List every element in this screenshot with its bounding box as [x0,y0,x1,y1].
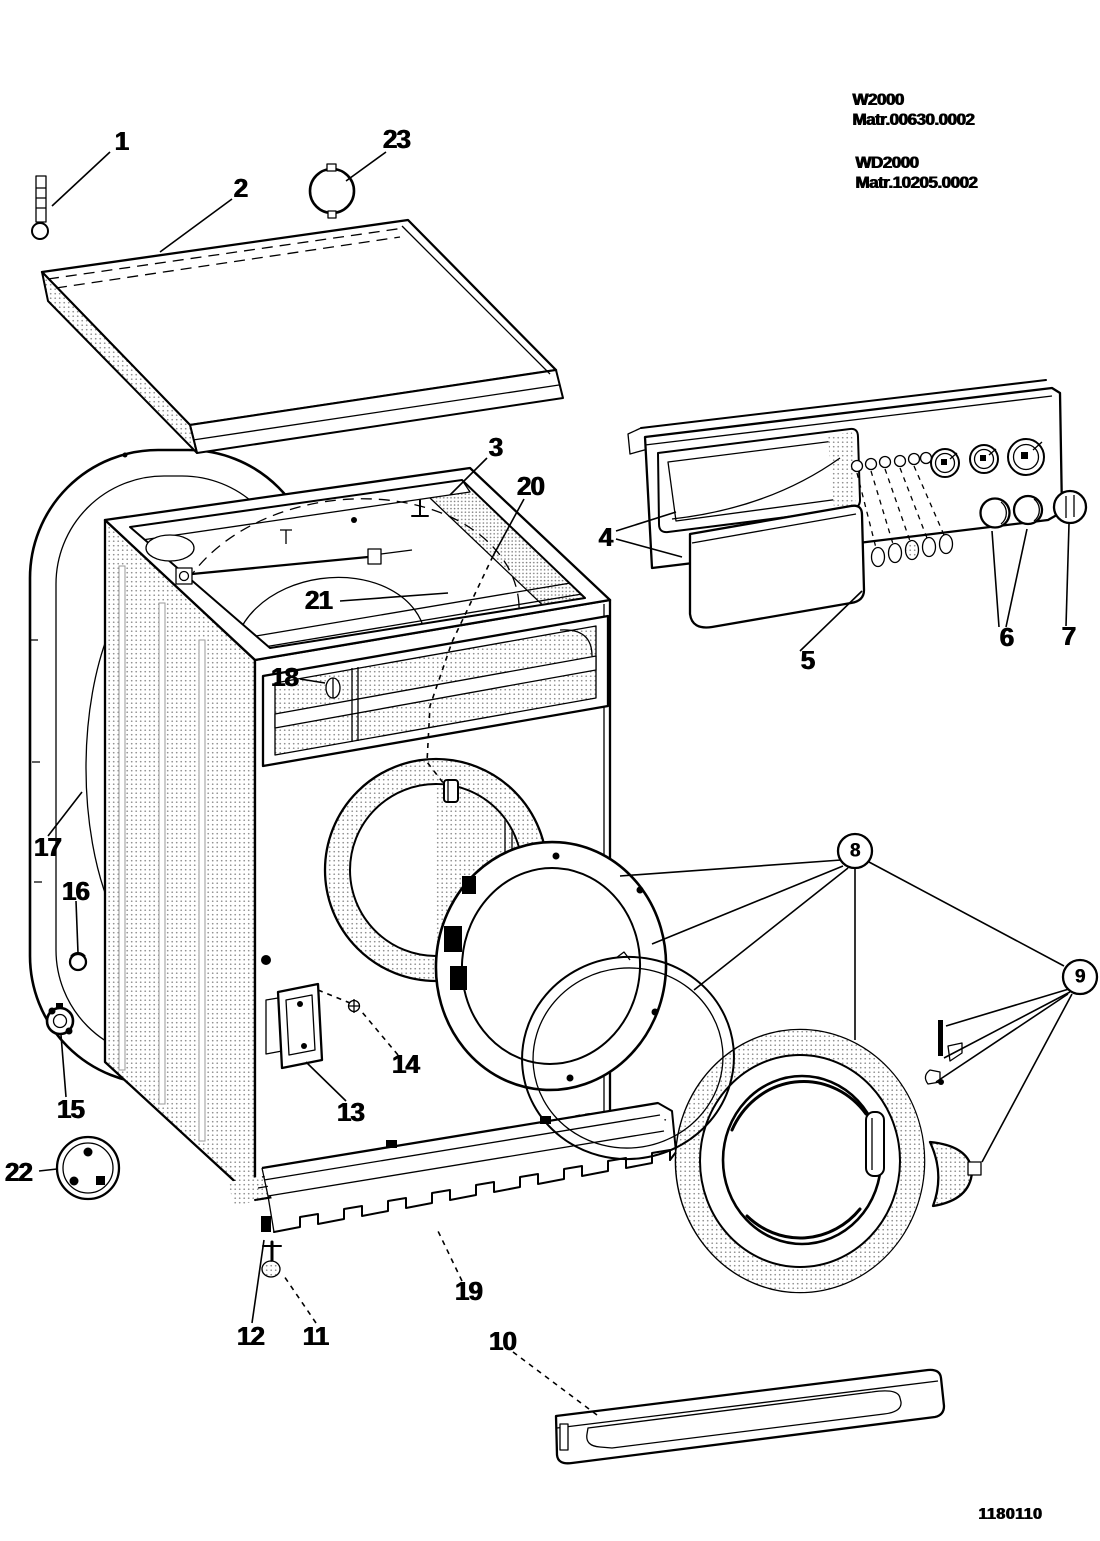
foot-pad [55,1135,121,1201]
callout-1: 1 [114,126,129,156]
control-panel [627,379,1088,629]
panel-recess [261,614,610,768]
door-lock [265,982,324,1070]
drawing-number: 1180110 [978,1506,1043,1523]
callout-6: 6 [999,622,1014,652]
callout-19: 19 [454,1276,483,1306]
callout-13: 13 [336,1097,365,1127]
callout-8: 8 [849,840,861,862]
model-name: WD2000 [855,153,919,172]
cross-rod [175,548,413,585]
callout-bubble-9 [1061,958,1099,996]
cabinet [103,466,667,1206]
model-code: Matr.10205.0002 [855,173,978,192]
grommet [68,952,88,972]
callout-4: 4 [598,522,613,552]
hinge-pins [924,1020,963,1085]
callout-20: 20 [516,471,545,501]
mounting-peg [261,1216,271,1232]
callout-2: 2 [233,173,248,203]
callout-18: 18 [270,662,299,692]
callout-14: 14 [391,1049,420,1079]
lid-plug [308,163,356,219]
leader-lines [38,151,1073,1416]
ring-nut [45,1003,75,1036]
model-code: Matr.00630.0002 [852,110,975,129]
dial-symbols [930,438,1045,478]
callout-15: 15 [56,1094,85,1124]
callout-22: 22 [4,1157,33,1187]
button-holes [850,451,933,473]
detergent-drawer-front [688,504,866,629]
callout-7: 7 [1061,621,1076,651]
drawer-clip [325,677,341,699]
model-block-wd2000: WD2000 Matr.10205.0002 [855,153,978,193]
door-gasket-ring [521,951,735,1161]
door-glass-bowl [928,1140,982,1208]
top-panel [40,218,564,454]
button-caps [856,465,954,568]
model-block-w2000: W2000 Matr.00630.0002 [852,90,975,130]
hinge-strip [31,175,49,240]
callout-16: 16 [61,876,90,906]
callout-23: 23 [382,124,411,154]
callout-10: 10 [488,1326,517,1356]
base-rail [261,1101,677,1233]
panel-display-window [657,427,861,534]
callout-5: 5 [800,645,815,675]
model-name: W2000 [852,90,904,109]
callout-9: 9 [1074,966,1086,988]
plinth-strip [554,1368,946,1465]
callout-12: 12 [236,1321,265,1351]
leveling-foot [261,1240,282,1278]
callout-21: 21 [304,585,333,615]
callout-11: 11 [302,1321,328,1351]
callout-3: 3 [488,432,503,462]
knobs [979,489,1088,529]
door-assembly [674,1028,926,1294]
lock-screw [347,999,361,1013]
callout-17: 17 [33,832,62,862]
door-hinge-ring [434,840,668,1092]
